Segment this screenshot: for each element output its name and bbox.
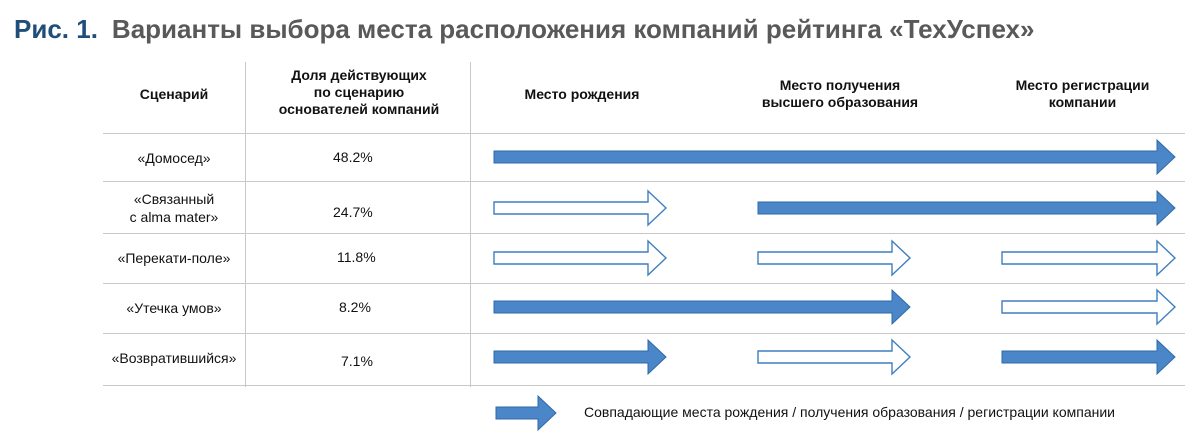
outline-arrow-row4-2 (1001, 288, 1177, 326)
scenario-share: 7.1% (341, 353, 373, 369)
scenario-name: «Утечка умов» (126, 300, 222, 316)
scenario-share: 8.2% (339, 299, 371, 315)
figure-number: Рис. 1. (14, 14, 98, 44)
header-share: Доля действующих по сценарию основателей… (278, 67, 440, 117)
outline-arrow-row3-3 (1001, 239, 1177, 277)
grid-hline-head (103, 133, 1185, 134)
header-scenario: Сценарий (139, 86, 209, 102)
legend-arrow-icon (495, 394, 557, 432)
grid-hline-5 (103, 385, 1185, 386)
filled-arrow-row4-1 (493, 288, 911, 326)
scenario-name: «Возвратившийся» (111, 350, 237, 366)
outline-arrow-row3-2 (757, 239, 912, 277)
figure-title: Рис. 1. Варианты выбора места расположени… (14, 14, 1034, 45)
header-birthplace: Место рождения (524, 86, 640, 102)
scenario-share: 48.2% (333, 149, 373, 165)
figure-caption: Варианты выбора места расположения компа… (111, 14, 1035, 44)
grid-vline-2 (470, 62, 471, 387)
scenario-name: «Перекати-поле» (117, 250, 231, 266)
grid-hline-3 (103, 283, 1185, 284)
outline-arrow-row3-1 (493, 239, 668, 277)
header-registration: Место регистрации компании (1015, 77, 1150, 110)
scenario-share: 24.7% (333, 204, 373, 220)
header-education: Место получения высшего образования (761, 77, 919, 110)
grid-vline-1 (245, 62, 246, 387)
scenario-name: «Домосед» (137, 150, 211, 166)
legend-label: Совпадающие места рождения / получения о… (584, 404, 1115, 420)
filled-arrow-row5-3 (1001, 338, 1176, 376)
filled-arrow-row1-1 (493, 138, 1176, 176)
filled-arrow-row5-1 (493, 338, 667, 376)
grid-hline-4 (103, 333, 1185, 334)
filled-arrow-row2-2 (757, 189, 1176, 227)
outline-arrow-row5-2 (757, 338, 912, 376)
scenario-name: «Связанный с alma mater» (129, 191, 219, 225)
grid-hline-2 (103, 233, 1185, 234)
outline-arrow-row2-1 (493, 189, 668, 227)
grid-hline-1 (103, 181, 1185, 182)
scenario-share: 11.8% (337, 249, 376, 265)
